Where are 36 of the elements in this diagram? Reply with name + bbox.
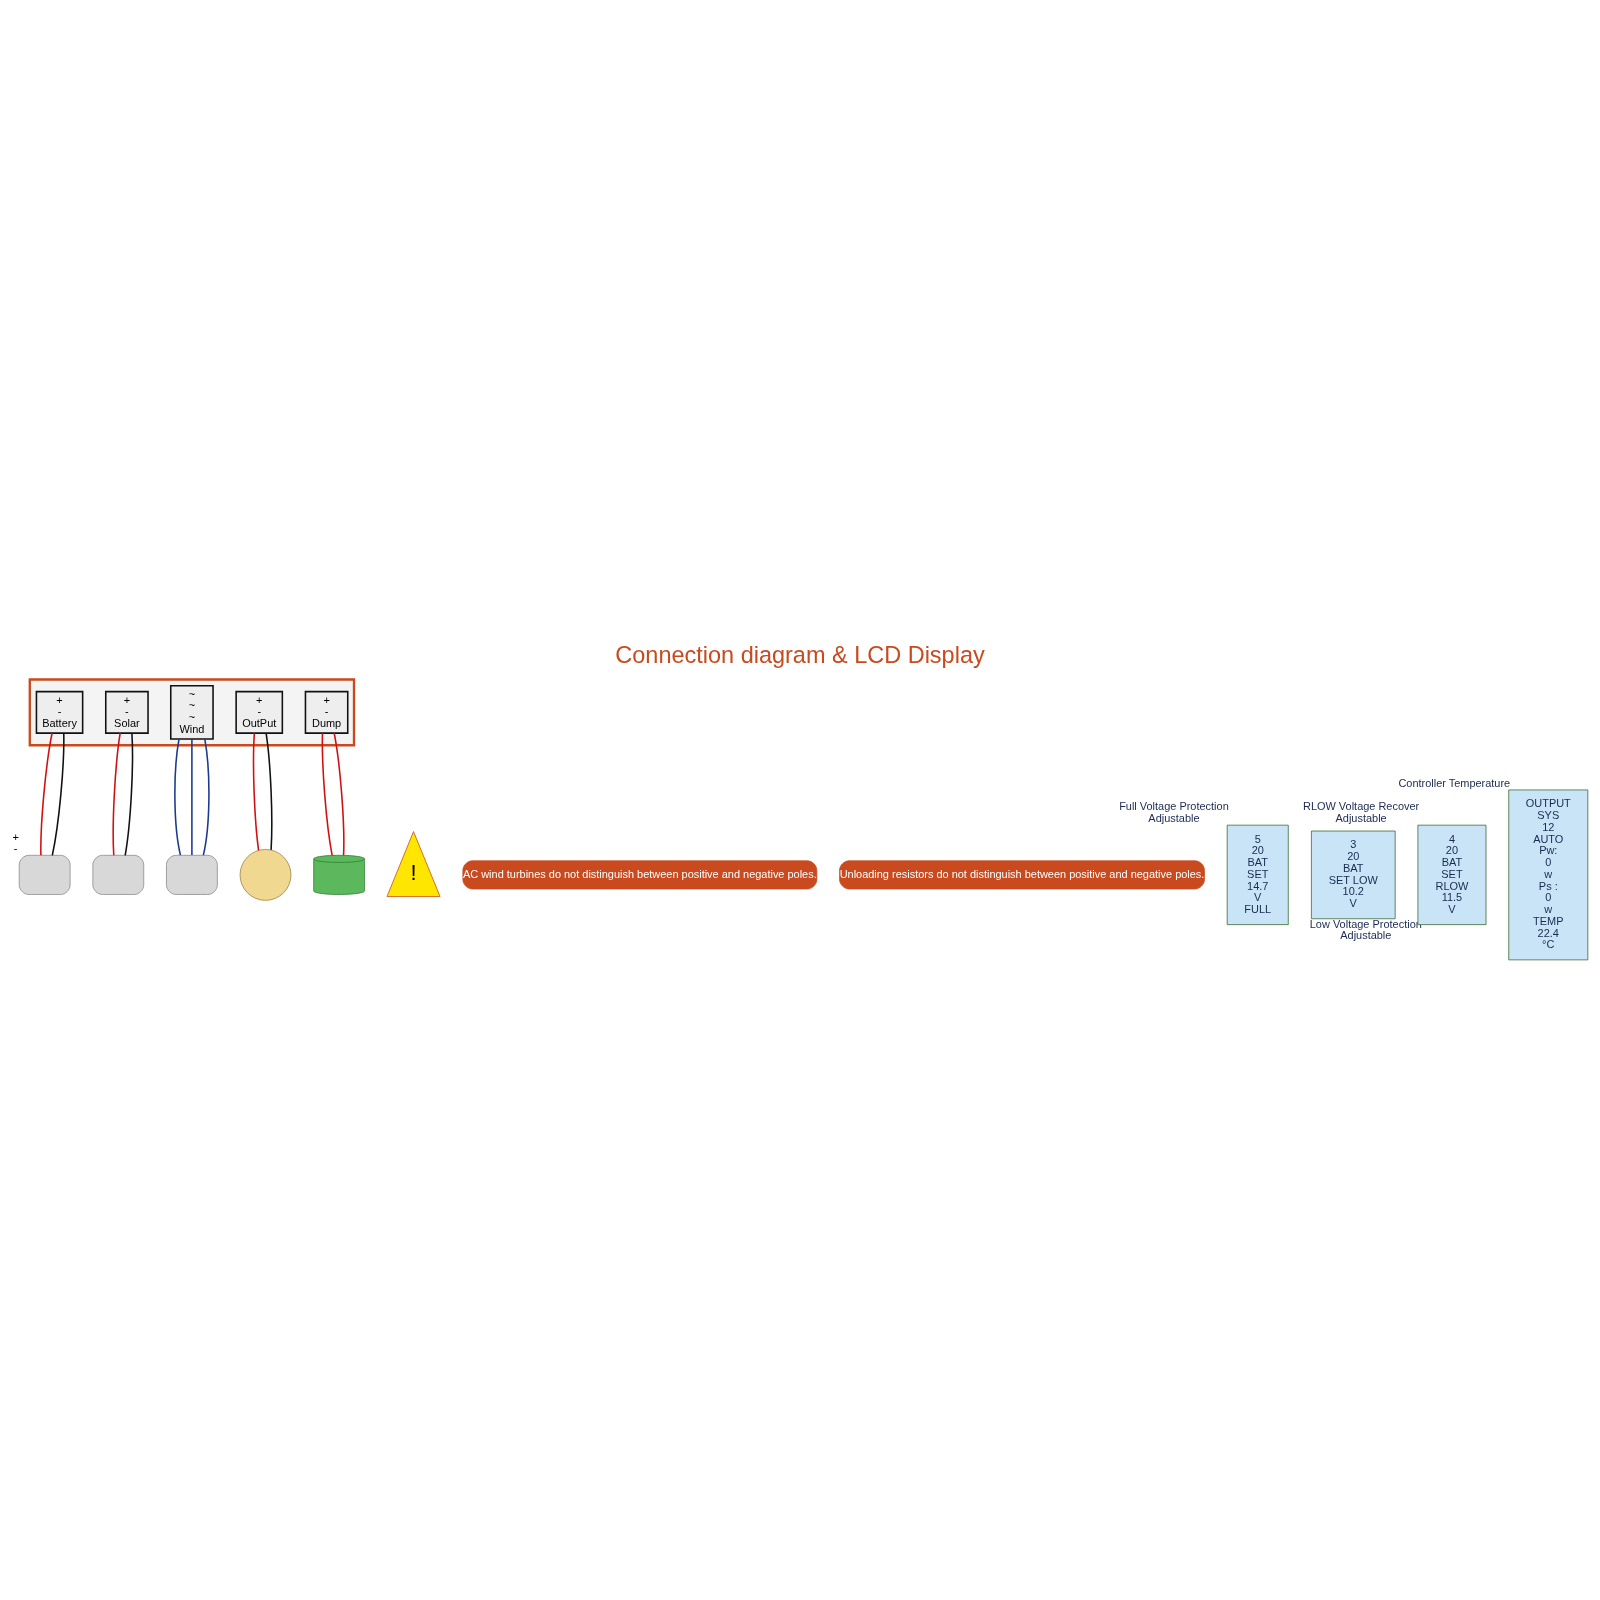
node-box: ~ ~ ~ Wind <box>169 684 214 740</box>
connector <box>191 737 193 856</box>
connector <box>40 731 53 856</box>
node-box: + - Dump <box>304 690 349 734</box>
node-label: Adjustable <box>1148 811 1200 824</box>
cluster <box>28 677 356 746</box>
diagram-title: Connection diagram & LCD Display <box>615 641 985 668</box>
connector <box>112 731 121 856</box>
node-box: + - Battery <box>35 690 84 734</box>
node-circle <box>239 848 292 901</box>
connector <box>333 731 345 856</box>
node-box <box>92 854 145 895</box>
node-box: + - OutPut <box>235 690 284 734</box>
node-label: RLOW Voltage Recover <box>1302 799 1420 812</box>
node-label: Full Voltage Protection <box>1119 799 1229 812</box>
connector <box>252 731 260 851</box>
connector <box>174 737 182 856</box>
node-label: Controller Temperature <box>1398 776 1511 789</box>
node-label: - <box>13 841 18 854</box>
node-box: 5 20 BAT SET 14.7 V FULL <box>1226 824 1289 925</box>
node-box <box>166 854 218 895</box>
connector <box>202 737 210 856</box>
connector <box>124 731 134 856</box>
connector <box>51 731 65 856</box>
node-box: 3 20 BAT SET LOW 10.2 V <box>1311 830 1396 919</box>
node-label: Adjustable <box>1335 811 1387 824</box>
node-box <box>18 854 71 895</box>
node-box: Unloading resistors do not distinguish between positive and negative poles. <box>839 859 1205 889</box>
connector <box>321 731 333 856</box>
node-box: OUTPUT SYS 12 AUTO Pw: 0 w Ps : 0 w TEMP 22.4 °C <box>1508 789 1589 960</box>
node-box: + - Solar <box>104 690 149 734</box>
node-box: 4 20 BAT SET RLOW 11.5 V <box>1417 824 1487 925</box>
connector <box>265 731 273 851</box>
node-label: + <box>12 830 19 843</box>
node-label: Adjustable <box>1340 928 1392 941</box>
node-box: AC wind turbines do not distinguish between positive and negative poles. <box>462 859 818 889</box>
